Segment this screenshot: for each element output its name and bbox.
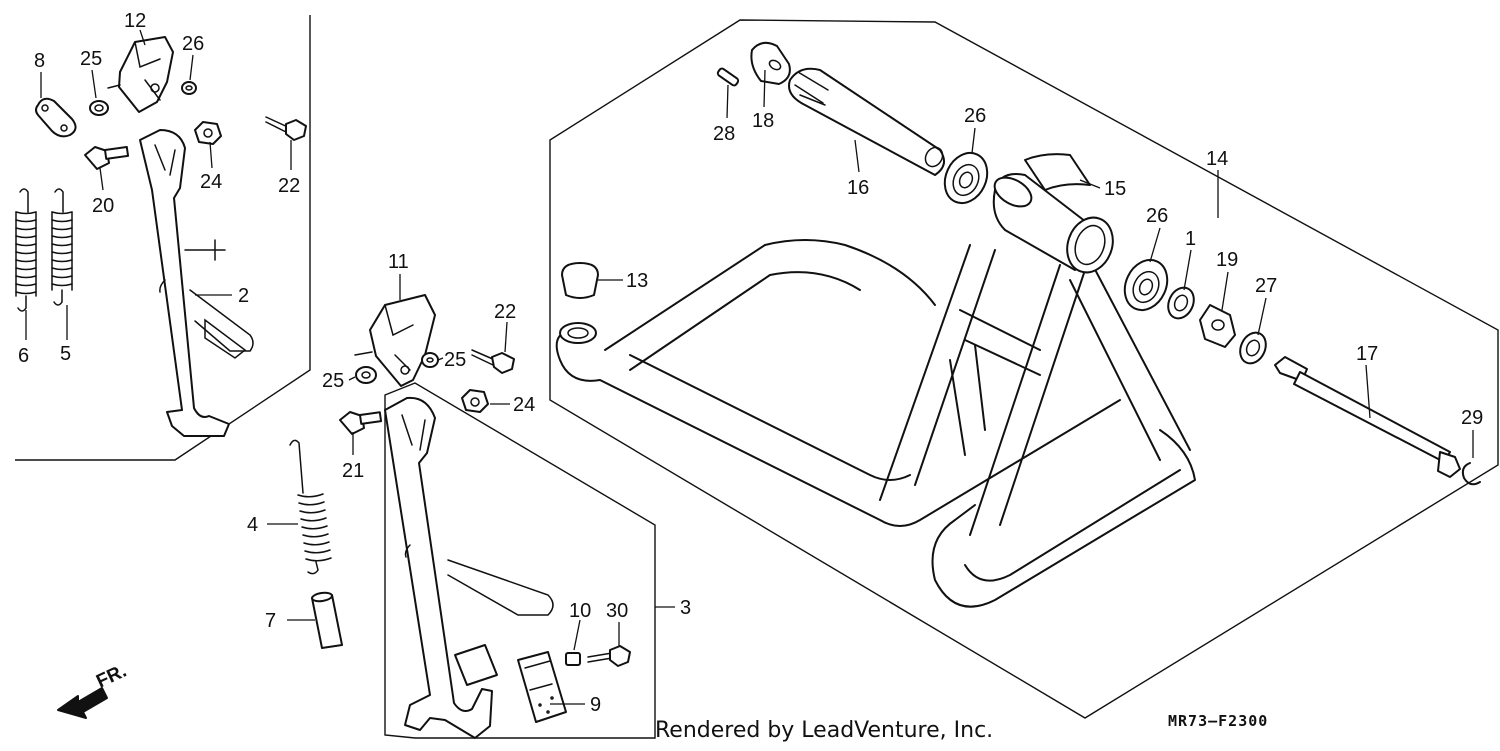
callout-13: 13 xyxy=(626,270,648,292)
front-direction-arrow: FR. xyxy=(57,661,130,719)
spring-4 xyxy=(289,439,332,575)
bearing-26-top xyxy=(943,151,989,205)
collar-19 xyxy=(1199,304,1236,348)
bracket-12 xyxy=(118,36,174,113)
callout-26-top: 26 xyxy=(964,105,986,127)
callout-17: 17 xyxy=(1356,343,1378,365)
drawing-code: MR73—F2300 xyxy=(1168,712,1269,730)
callout-28: 28 xyxy=(713,123,735,145)
callout-numbers: 8 25 12 26 20 24 22 2 6 5 11 22 25 25 24… xyxy=(18,10,1483,716)
callout-26-right: 26 xyxy=(1146,205,1168,227)
callout-1: 1 xyxy=(1185,228,1196,250)
rendered-by-credit: Rendered by LeadVenture, Inc. xyxy=(655,718,994,743)
bolt-22-middle xyxy=(471,349,515,374)
bolt-22-top xyxy=(265,116,307,141)
side-stand-2 xyxy=(139,129,254,437)
bolt-21 xyxy=(339,411,383,435)
callout-9: 9 xyxy=(590,694,601,716)
callout-20: 20 xyxy=(92,195,114,217)
callout-25-top: 26 xyxy=(182,33,204,55)
nut-23-top xyxy=(194,121,222,145)
washer-25-top xyxy=(181,81,197,95)
nut-23-middle xyxy=(461,389,489,413)
callout-23-top: 24 xyxy=(200,171,222,193)
shaft-17 xyxy=(1274,356,1461,478)
callout-6: 6 xyxy=(18,345,29,367)
callout-8: 8 xyxy=(34,50,45,72)
callout-25-middle: 25 xyxy=(444,349,466,371)
callout-3: 3 xyxy=(680,597,691,619)
callout-4: 4 xyxy=(247,514,258,536)
callout-29: 29 xyxy=(1461,407,1483,429)
washer-24-top xyxy=(89,100,109,116)
plate-8 xyxy=(35,97,77,138)
collar-18 xyxy=(750,41,791,85)
callout-16: 16 xyxy=(847,177,869,199)
kit-frame xyxy=(384,382,656,739)
washer-27 xyxy=(1239,331,1267,365)
svg-text:FR.: FR. xyxy=(93,661,130,693)
callout-23-middle: 24 xyxy=(513,394,535,416)
callout-22-middle: 22 xyxy=(494,301,516,323)
callout-24-top: 25 xyxy=(80,48,102,70)
bolt-20 xyxy=(84,145,130,170)
main-stand-frame xyxy=(549,19,1499,719)
rubber-9 xyxy=(517,651,567,723)
callout-5: 5 xyxy=(60,343,71,365)
callout-30: 30 xyxy=(606,600,628,622)
callout-11: 11 xyxy=(388,251,409,273)
pin-28 xyxy=(716,67,740,87)
washer-24-middle xyxy=(355,366,377,384)
leader-lines xyxy=(25,29,1474,705)
collar-10 xyxy=(565,652,581,666)
clip-29 xyxy=(1461,462,1481,486)
callout-19: 19 xyxy=(1216,249,1238,271)
callout-15: 15 xyxy=(1104,178,1126,200)
cap-13 xyxy=(561,262,599,299)
callout-7: 7 xyxy=(265,610,276,632)
callout-24-middle: 25 xyxy=(322,370,344,392)
callout-22-top: 22 xyxy=(278,175,300,197)
shaft-16 xyxy=(788,67,945,176)
callout-12: 12 xyxy=(124,10,146,32)
side-stand-frame xyxy=(15,15,311,461)
callout-27: 27 xyxy=(1255,275,1277,297)
callout-14: 14 xyxy=(1206,148,1228,170)
spring-5 xyxy=(51,188,73,306)
callout-18: 18 xyxy=(752,110,774,132)
washer-1 xyxy=(1167,286,1195,320)
callout-10: 10 xyxy=(569,600,591,622)
spring-6 xyxy=(15,188,37,312)
label-15 xyxy=(1024,153,1091,191)
callout-21: 21 xyxy=(342,460,364,482)
side-stand-3 xyxy=(384,396,554,739)
bolt-30 xyxy=(587,645,631,667)
bearing-26-right xyxy=(1123,258,1169,312)
main-stand-14 xyxy=(555,173,1196,608)
callout-2: 2 xyxy=(238,285,249,307)
collar-7 xyxy=(311,591,343,649)
washer-25-middle xyxy=(421,352,439,368)
